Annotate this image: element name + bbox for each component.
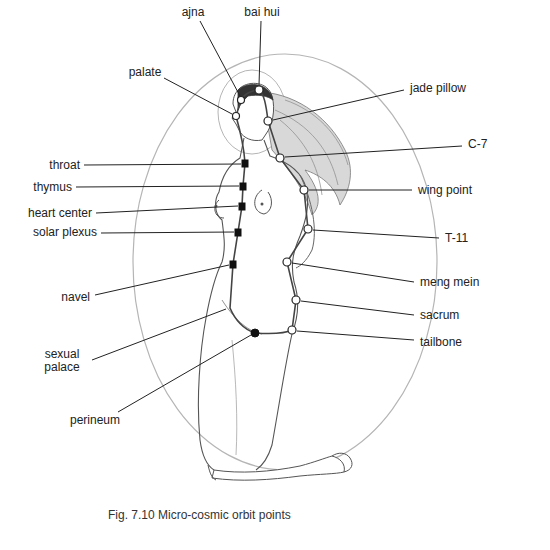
point-label: tailbone [420,336,462,349]
point-label: ajna [182,6,205,19]
point-label: meng mein [420,276,479,289]
figure-caption: Fig. 7.10 Micro-cosmic orbit points [108,508,291,522]
point-label: jade pillow [410,82,466,95]
point-label: solar plexus [33,226,97,239]
point-label: navel [61,291,90,304]
point-label: palate [129,66,162,79]
point-label: throat [49,159,80,172]
point-label: T-11 [445,232,468,245]
point-label: sacrum [420,309,459,322]
point-label: wing point [418,184,472,197]
point-label: heart center [28,207,92,220]
point-label: thymus [33,181,72,194]
point-label: sexual palace [37,348,87,374]
point-label: bai hui [244,6,279,19]
point-label: perineum [70,414,120,427]
point-label: C-7 [468,138,487,151]
